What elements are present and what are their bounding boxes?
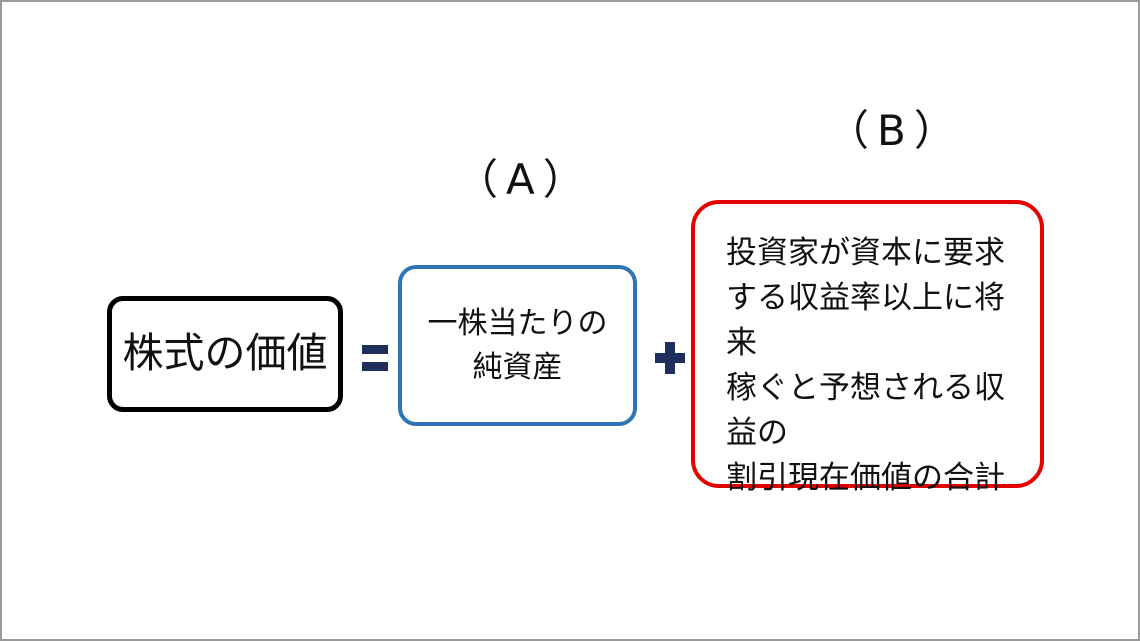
- component-b-text: 投資家が資本に要求 する収益率以上に将来 稼ぐと予想される収益の 割引現在価値の…: [726, 235, 1005, 496]
- equals-sign: [362, 345, 388, 371]
- stock-value-label: 株式の価値: [122, 329, 328, 378]
- component-a-label: （A）: [456, 155, 593, 204]
- component-a-text: 一株当たりの 純資産: [427, 306, 608, 385]
- component-b-label: （B）: [827, 106, 964, 155]
- plus-sign: [655, 342, 685, 374]
- component-a-box: 一株当たりの 純資産: [398, 265, 637, 426]
- stock-value-box: 株式の価値: [107, 296, 343, 412]
- component-b-box: 投資家が資本に要求 する収益率以上に将来 稼ぐと予想される収益の 割引現在価値の…: [691, 200, 1044, 496]
